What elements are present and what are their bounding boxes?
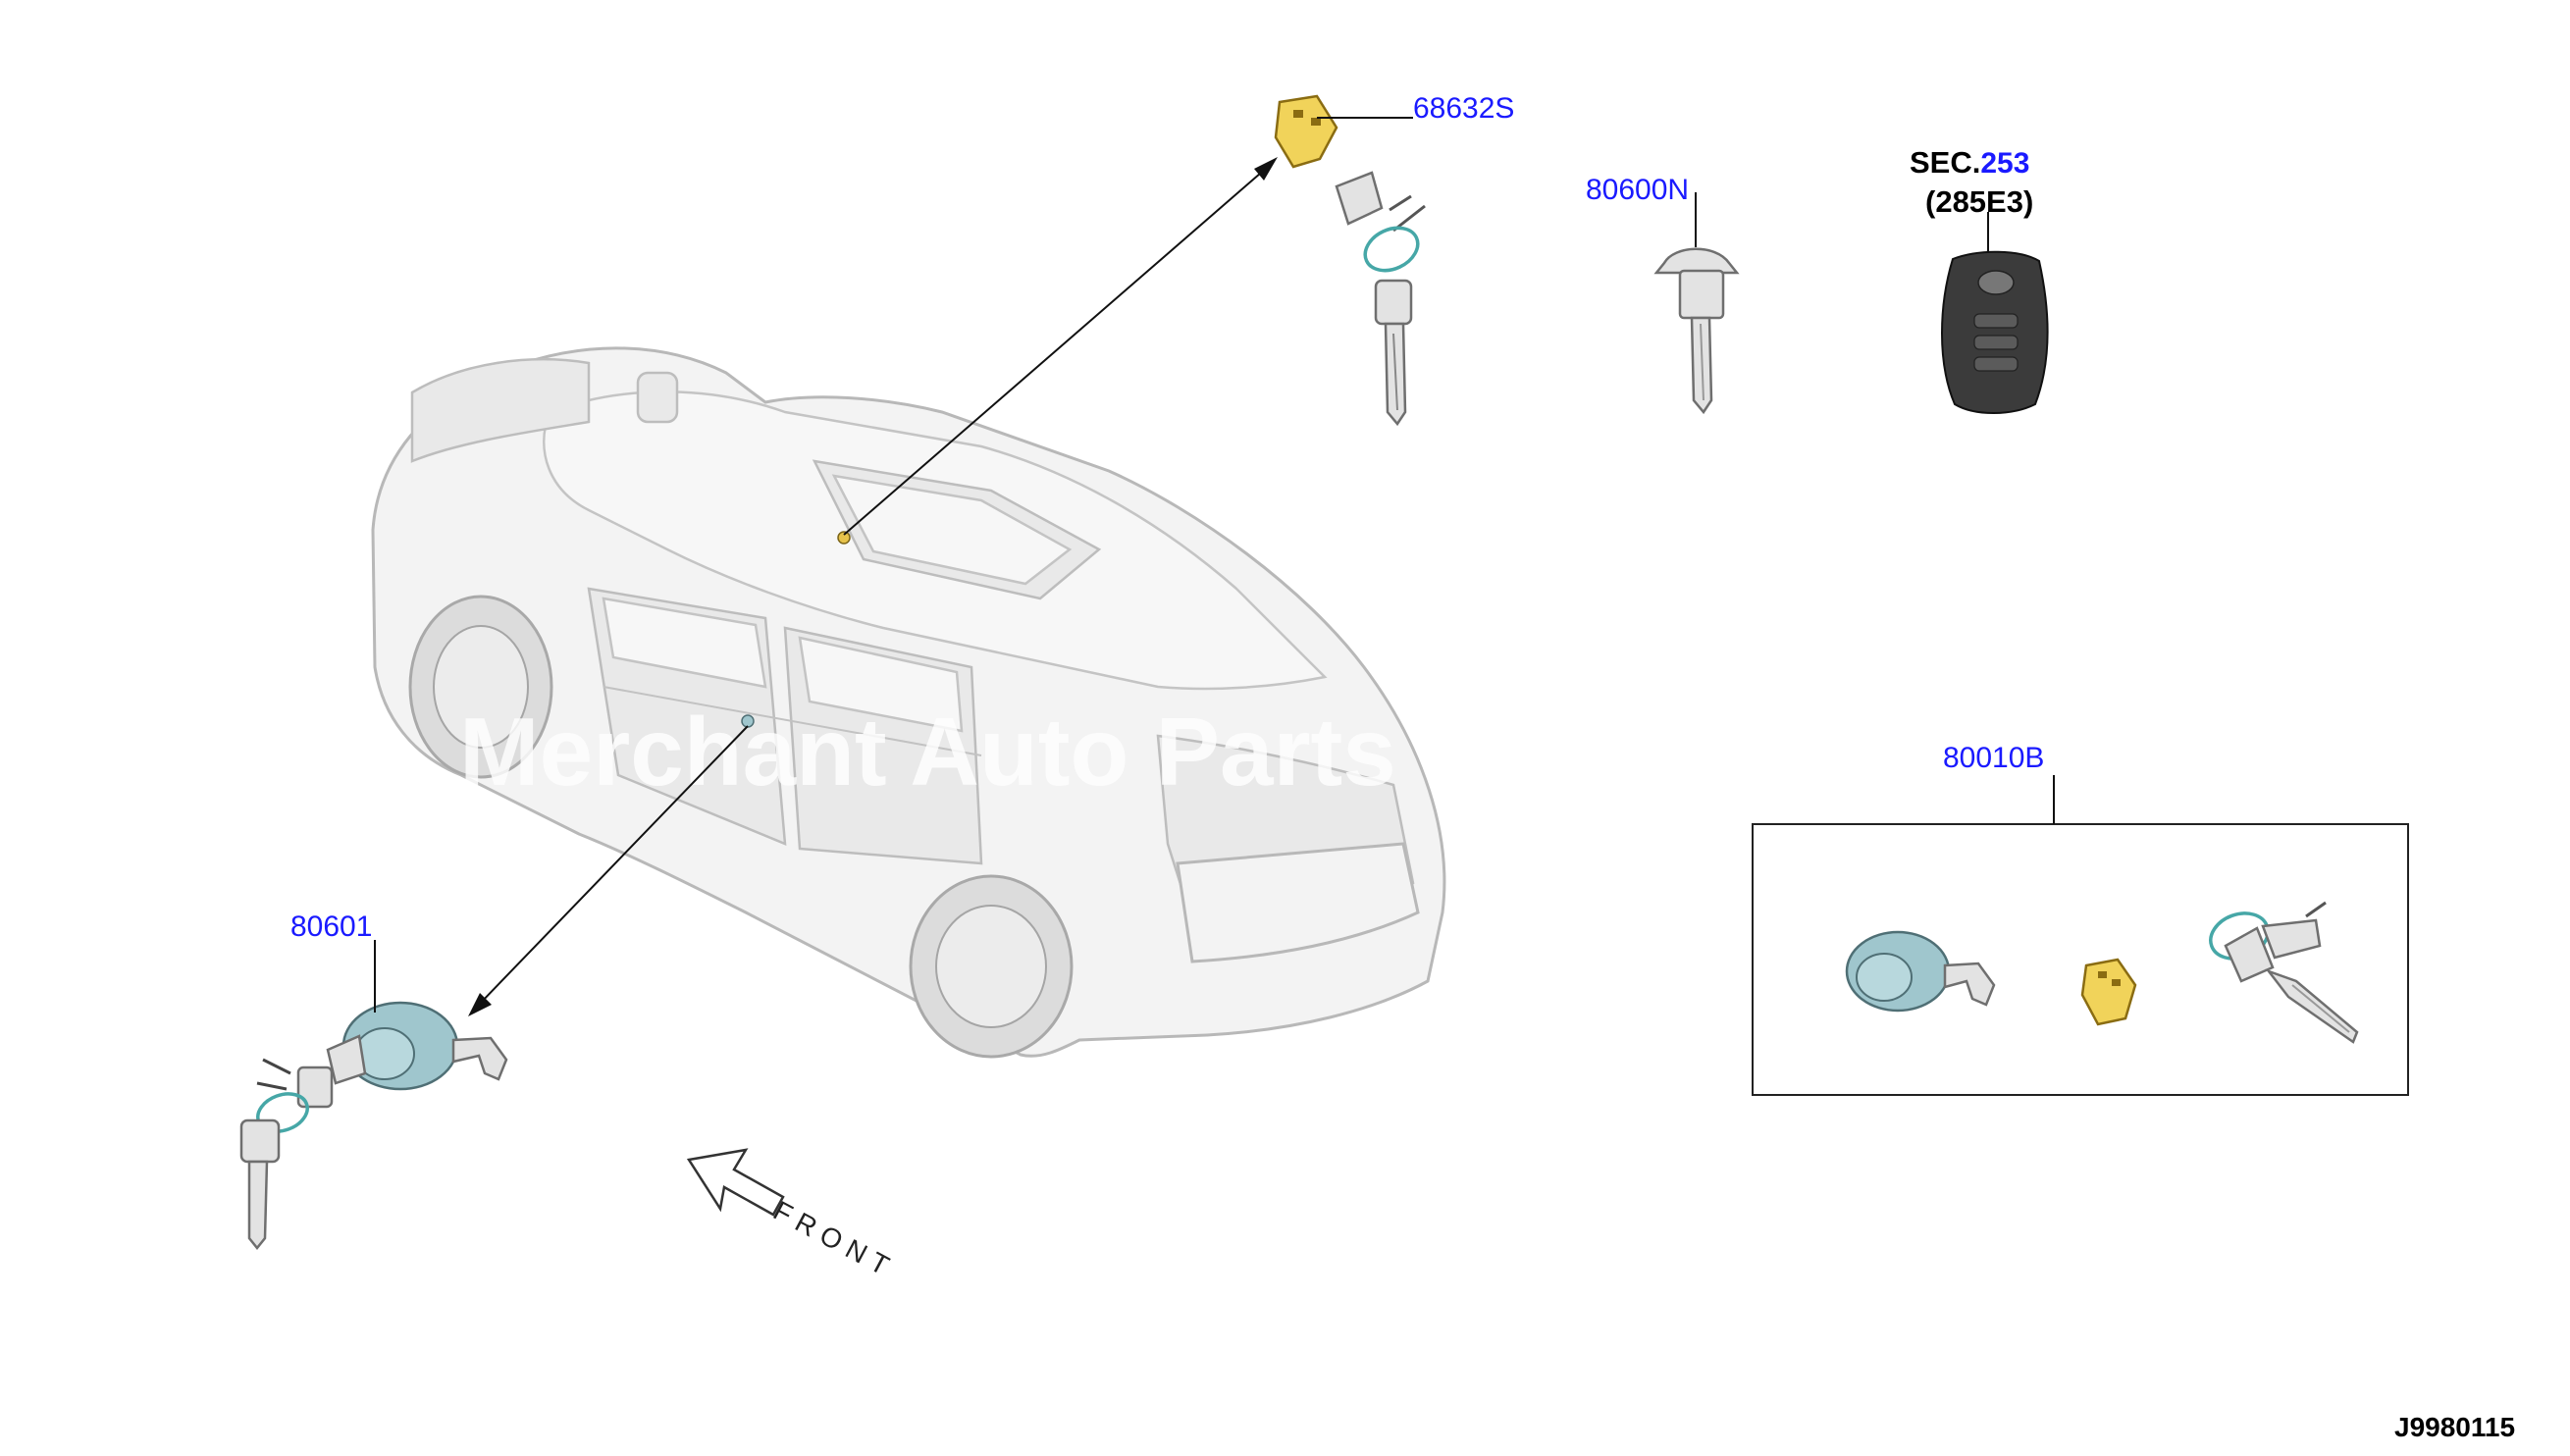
front-label: FRONT bbox=[768, 1195, 901, 1284]
label-68632S: 68632S bbox=[1413, 92, 1514, 125]
diagram-id: J9980115 bbox=[2394, 1412, 2515, 1442]
key-set-switch-icon bbox=[2080, 958, 2137, 1026]
front-arrow-icon bbox=[686, 1148, 785, 1217]
watermark-text: Merchant Auto Parts C bbox=[459, 698, 1493, 806]
key-set-box bbox=[1752, 823, 2409, 1096]
key-set-key-icon bbox=[2209, 901, 2359, 1044]
label-80010B: 80010B bbox=[1943, 742, 2044, 774]
key-cylinder-icon bbox=[239, 1001, 508, 1251]
label-80600N: 80600N bbox=[1586, 174, 1689, 206]
blank-key-icon bbox=[1653, 247, 1740, 415]
label-sec-sub: (285E3) bbox=[1925, 184, 2033, 219]
sec-number[interactable]: 253 bbox=[1980, 147, 2029, 180]
smart-key-fob-icon bbox=[1941, 250, 2049, 414]
sec-prefix: SEC. bbox=[1910, 145, 1980, 180]
key-set-cylinder-icon bbox=[1845, 930, 1996, 1013]
location-arrows bbox=[468, 157, 1278, 1016]
car-body-icon bbox=[371, 346, 1446, 1059]
label-sec: SEC.253 bbox=[1910, 145, 2029, 180]
ignition-key-icon bbox=[1274, 94, 1426, 427]
label-80601: 80601 bbox=[290, 910, 372, 943]
